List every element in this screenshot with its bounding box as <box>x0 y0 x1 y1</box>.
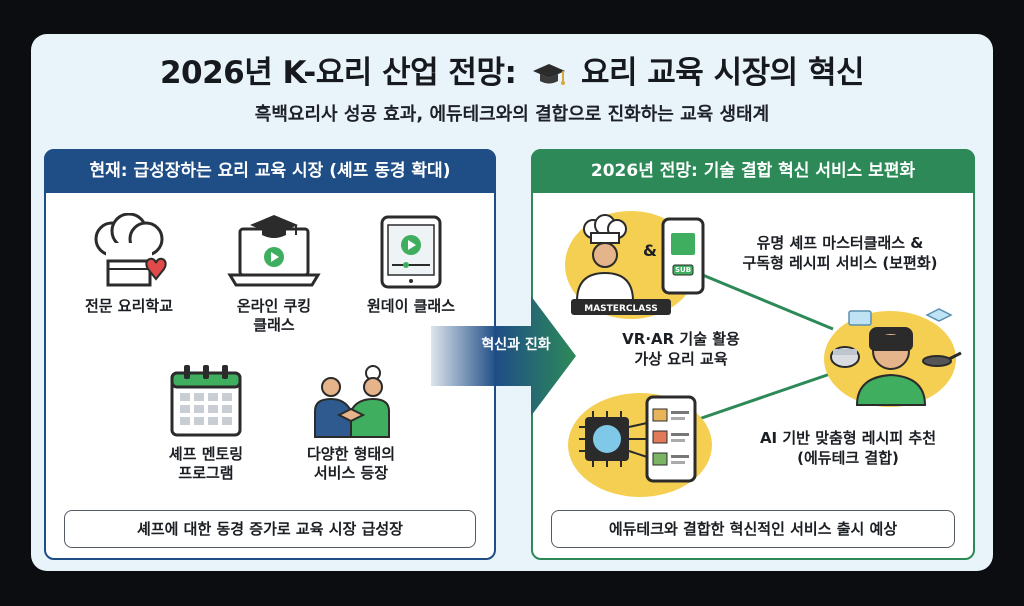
outlook-summary: 에듀테크와 결합한 혁신적인 서비스 출시 예상 <box>551 510 955 548</box>
vr-education-label: VR·AR 기술 활용 가상 요리 교육 <box>622 330 740 368</box>
one-day-class-item: 원데이 클래스 <box>356 213 466 316</box>
title-main: 2026년 K-요리 산업 전망: <box>159 55 517 91</box>
one-day-class-label: 원데이 클래스 <box>366 297 456 315</box>
chef-masterclass-icon <box>565 211 705 319</box>
current-market-panel: 현재: 급성장하는 요리 교육 시장 (셰프 동경 확대) 전문 요리학교 <box>44 149 496 560</box>
masterclass-label: 유명 셰프 마스터클래스 & 구독형 레시피 서비스 (보편화) <box>742 234 938 272</box>
diverse-services-item: 다양한 형태의 서비스 등장 <box>286 363 416 483</box>
ai-recipe-label: AI 기반 맞춤형 레시피 추천 (에듀테크 결합) <box>759 429 937 467</box>
connector-lines <box>692 269 834 423</box>
infographic-card: 2026년 K-요리 산업 전망: 요리 교육 시장의 혁신 흑백요리사 성공 … <box>31 34 993 571</box>
current-market-header: 현재: 급성장하는 요리 교육 시장 (셰프 동경 확대) <box>44 149 496 193</box>
innovation-arrow-label: 혁신과 진화 <box>481 337 551 353</box>
diverse-services-label: 다양한 형태의 서비스 등장 <box>306 445 396 482</box>
culinary-school-item: 전문 요리학교 <box>74 213 184 316</box>
online-class-label: 온라인 쿠킹 클래스 <box>236 297 312 334</box>
laptop-graduation-icon <box>227 215 321 287</box>
page-title: 2026년 K-요리 산업 전망: 요리 교육 시장의 혁신 <box>31 54 993 92</box>
calendar-icon <box>170 365 242 437</box>
title-rest: 요리 교육 시장의 혁신 <box>580 55 865 91</box>
ai-brain-icon <box>568 393 712 497</box>
mentoring-label: 셰프 멘토링 프로그램 <box>168 445 244 482</box>
subscription-badge: SUB <box>674 266 692 274</box>
culinary-school-label: 전문 요리학교 <box>84 297 174 315</box>
chef-hat-heart-icon <box>94 213 167 287</box>
outlook-2026-panel: 2026년 전망: 기술 결합 혁신 서비스 보편화 MASTERCLASS <box>531 149 975 560</box>
handshake-chef-icon <box>314 365 390 438</box>
mentoring-item: 셰프 멘토링 프로그램 <box>146 363 266 483</box>
ampersand-label: & <box>643 241 657 260</box>
online-class-item: 온라인 쿠킹 클래스 <box>214 213 334 335</box>
tablet-video-icon <box>380 215 442 289</box>
masterclass-badge: MASTERCLASS <box>584 304 658 314</box>
masterclass-item: MASTERCLASS SUB & <box>563 205 713 325</box>
innovation-arrow <box>431 296 576 416</box>
current-market-summary: 셰프에 대한 동경 증가로 교육 시장 급성장 <box>64 510 476 548</box>
subtitle: 흑백요리사 성공 효과, 에듀테크와의 결합으로 진화하는 교육 생태계 <box>254 104 770 125</box>
vr-headset-icon <box>824 308 962 407</box>
graduation-cap-icon <box>532 63 565 85</box>
outlook-2026-header: 2026년 전망: 기술 결합 혁신 서비스 보편화 <box>531 149 975 193</box>
